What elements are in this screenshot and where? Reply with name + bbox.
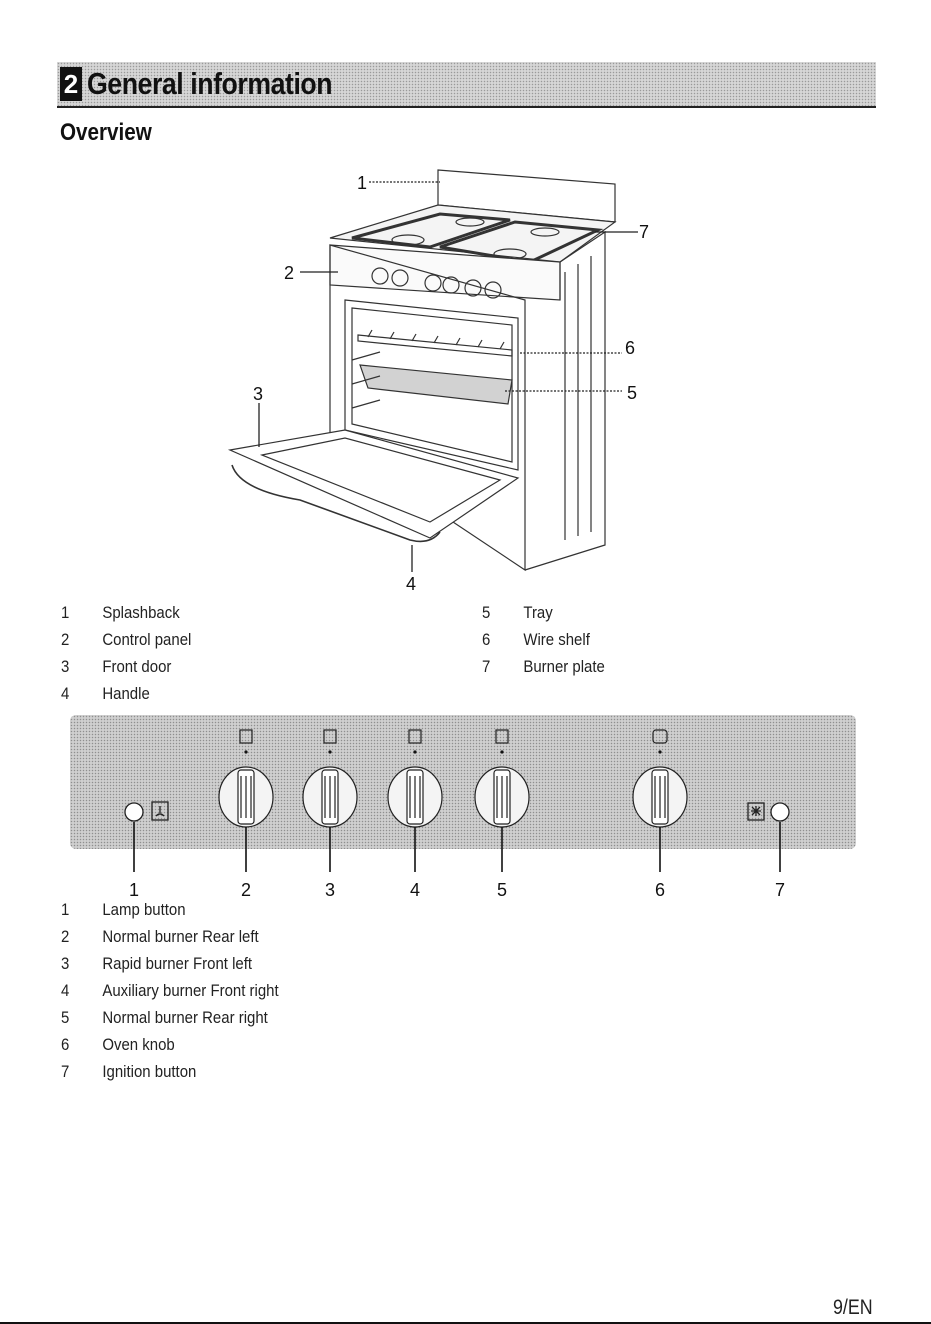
section-number: 2	[60, 67, 82, 101]
footer-rule	[0, 1322, 931, 1324]
callout-3: 3	[253, 384, 264, 404]
callout-5: 5	[627, 383, 638, 403]
panel-callout-3: 3	[325, 880, 336, 900]
wire-shelf-shape	[357, 334, 513, 357]
panel-callout-7: 7	[775, 880, 786, 900]
callout-2: 2	[284, 263, 295, 283]
page-number: 9/EN	[833, 1296, 873, 1319]
panel-callout-4: 4	[410, 880, 421, 900]
callout-4: 4	[406, 574, 417, 594]
burner-plate-shape	[351, 212, 511, 249]
overview-heading: Overview	[60, 119, 152, 146]
knobs	[218, 729, 688, 828]
lamp-button	[124, 802, 144, 822]
control-panel-knobs	[124, 729, 790, 872]
ignition-button	[770, 802, 790, 822]
callout-6: 6	[625, 338, 636, 358]
cooker-illustration	[227, 169, 638, 572]
panel-callout-1: 1	[129, 880, 140, 900]
panel-callout-5: 5	[497, 880, 508, 900]
callout-1: 1	[357, 173, 368, 193]
control-panel-illustration	[70, 715, 856, 849]
panel-callout-6: 6	[655, 880, 666, 900]
oven-cavity-shape	[344, 299, 519, 471]
front-door-shape	[227, 429, 520, 539]
callout-7: 7	[639, 222, 650, 242]
lamp-icon	[151, 801, 169, 821]
handle-shape	[231, 464, 441, 543]
section-title: General information	[87, 66, 333, 101]
panel-callout-2: 2	[241, 880, 252, 900]
section-header-bar: 2 General information	[57, 62, 876, 108]
ignition-icon	[747, 802, 765, 821]
